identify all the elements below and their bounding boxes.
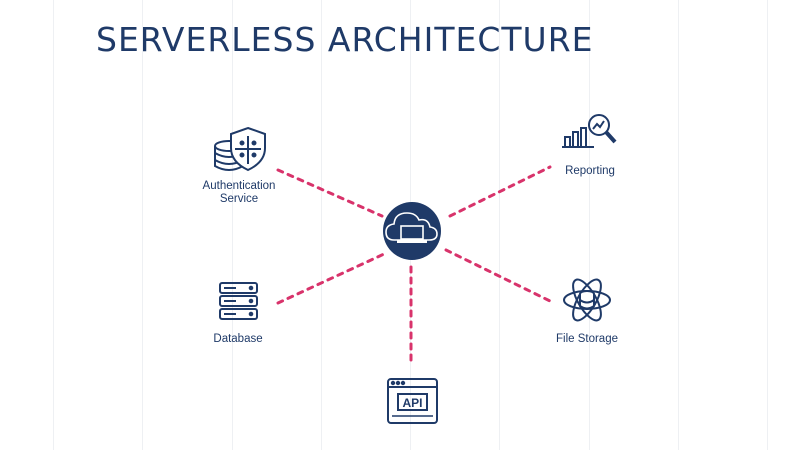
connectors (276, 165, 554, 362)
cloud-laptop-icon (383, 202, 441, 260)
shield-database-icon (214, 126, 266, 172)
auth-label-line2: Service (219, 193, 259, 205)
database-label: Database (213, 333, 263, 345)
connector-filestorage (444, 248, 554, 304)
reporting-label: Reporting (565, 165, 615, 177)
server-stack-icon (219, 282, 258, 320)
connector-reporting (448, 165, 552, 218)
auth-service-label: Authentication Service (203, 180, 276, 206)
api-window-icon: API (387, 378, 438, 424)
api-icon-lettering: API (402, 396, 422, 410)
connector-database (276, 252, 386, 305)
chart-magnifier-icon (562, 114, 617, 148)
file-storage-label: File Storage (555, 333, 619, 345)
page-title: SERVERLESS ARCHITECTURE (96, 20, 594, 59)
atom-database-icon (563, 278, 611, 322)
connector-auth (276, 168, 384, 218)
auth-label-line1: Authentication (202, 180, 276, 192)
